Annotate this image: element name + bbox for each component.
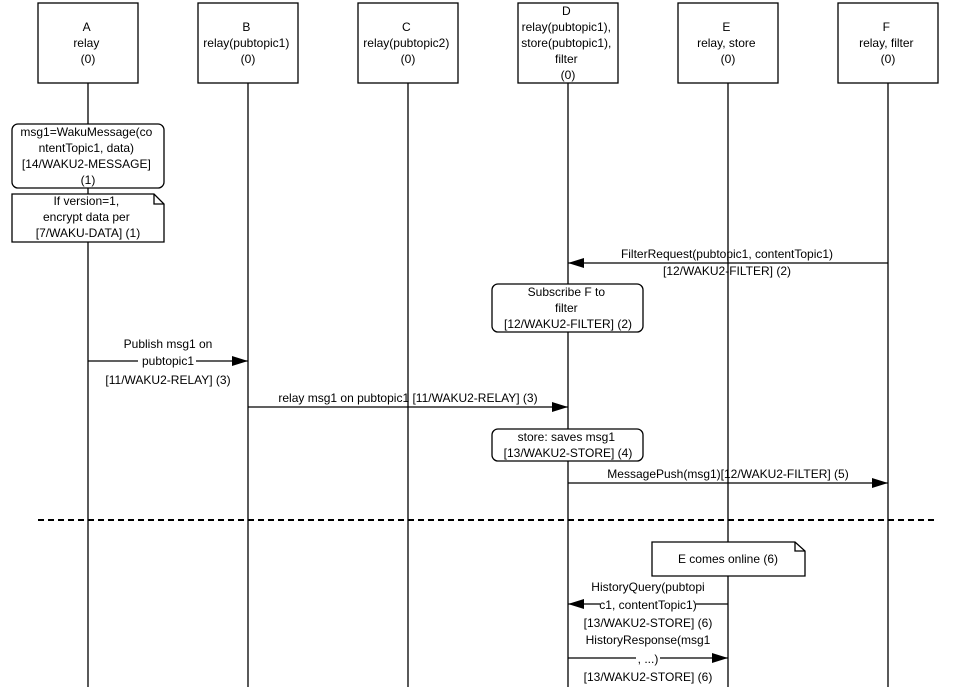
participant-e-label: E relay, store (0) <box>697 20 759 66</box>
label-relay: relay msg1 on pubtopic1 [11/WAKU2-RELAY]… <box>278 391 537 405</box>
note-subscribe-text: Subscribe F to filter [12/WAKU2-FILTER] … <box>504 285 632 331</box>
note-online-text: E comes online (6) <box>678 552 778 566</box>
label-message-push: MessagePush(msg1)[12/WAKU2-FILTER] (5) <box>607 467 848 481</box>
note-online <box>651 541 806 577</box>
label-history-response-1: HistoryResponse(msg1 <box>586 633 711 647</box>
label-history-query-3: [13/WAKU2-STORE] (6) <box>584 616 713 630</box>
note-msg1-text: msg1=WakuMessage(co ntentTopic1, data) [… <box>20 125 155 187</box>
label-history-query-1: HistoryQuery(pubtopi <box>591 580 704 594</box>
participant-f-label: F relay, filter (0) <box>859 20 917 66</box>
note-encrypt-text: If version=1, encrypt data per [7/WAKU-D… <box>36 194 140 240</box>
participant-f-box <box>837 2 939 84</box>
label-history-response-3: [13/WAKU2-STORE] (6) <box>584 670 713 684</box>
label-filter-request-1: FilterRequest(pubtopic1, contentTopic1) <box>621 247 833 261</box>
label-history-query-2: c1, contentTopic1) <box>599 598 696 612</box>
label-publish-1: Publish msg1 on <box>124 337 213 351</box>
note-encrypt <box>11 193 165 243</box>
note-encrypt-fold <box>153 194 164 205</box>
note-store <box>491 428 644 462</box>
label-history-response-2: , ...) <box>638 652 659 666</box>
note-store-text: store: saves msg1 [13/WAKU2-STORE] (4) <box>504 430 633 460</box>
participant-b-label: B relay(pubtopic1) (0) <box>203 20 292 66</box>
participant-c-box <box>357 2 459 84</box>
label-publish-3: [11/WAKU2-RELAY] (3) <box>105 373 230 387</box>
label-filter-request-2: [12/WAKU2-FILTER] (2) <box>663 264 791 278</box>
participant-a-box <box>37 2 139 84</box>
note-msg1 <box>11 123 165 189</box>
label-publish-2: pubtopic1 <box>142 354 194 368</box>
participant-a-label: A relay (0) <box>73 20 102 66</box>
participant-b-box <box>197 2 299 84</box>
participant-e-box <box>677 2 779 84</box>
participant-d-label: D relay(pubtopic1), store(pubtopic1), fi… <box>521 4 614 82</box>
participant-d-box <box>517 2 619 84</box>
participant-c-label: C relay(pubtopic2) (0) <box>363 20 452 66</box>
note-online-fold <box>794 542 805 552</box>
note-subscribe <box>491 283 644 333</box>
